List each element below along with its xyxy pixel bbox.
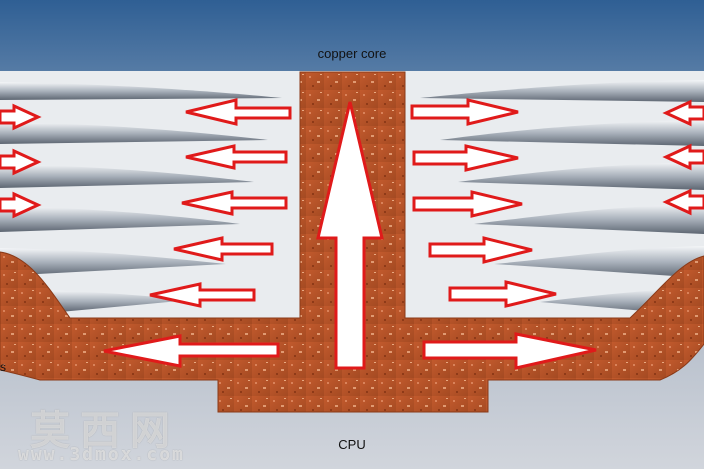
arrow-left-5: [149, 282, 256, 308]
label-copper-core: copper core: [317, 46, 387, 61]
left-fins: [0, 82, 282, 312]
arrow-left-1: [185, 98, 292, 126]
watermark-url: www.3dmox.com: [18, 444, 185, 465]
arrow-far-left-1: [0, 103, 42, 131]
arrow-right-2: [412, 144, 519, 172]
arrow-far-left-3: [0, 191, 42, 219]
arrow-far-left-2: [0, 148, 42, 176]
arrow-far-right-3: [662, 188, 704, 216]
label-edge-fragment: s: [0, 360, 6, 374]
arrow-right-1: [410, 98, 519, 126]
arrow-right-3: [412, 190, 523, 218]
watermark-chinese: 莫西网: [30, 408, 180, 454]
arrow-base-right: [422, 332, 597, 370]
arrow-far-right-1: [662, 99, 704, 127]
label-cpu: CPU: [338, 437, 366, 452]
arrow-right-5: [448, 280, 557, 308]
heat-arrows: [0, 98, 704, 370]
arrow-left-4: [173, 236, 274, 262]
arrow-right-4: [428, 236, 533, 264]
arrow-up: [316, 101, 384, 370]
arrow-base-left: [103, 334, 280, 368]
arrow-left-2: [185, 144, 288, 170]
arrow-left-3: [181, 190, 288, 216]
arrow-far-right-2: [662, 143, 704, 171]
